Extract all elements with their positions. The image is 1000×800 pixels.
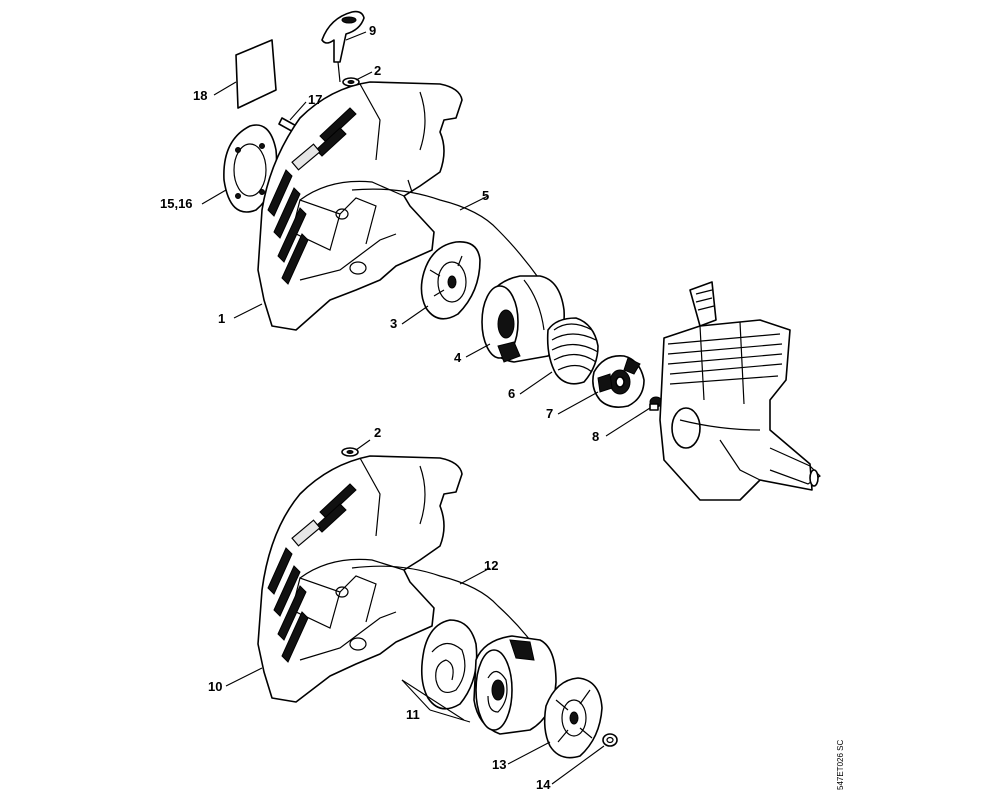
part-4-rope-rotor [481, 275, 565, 363]
part-2-bushing-top [342, 77, 360, 87]
callout-1: 1 [218, 311, 225, 326]
part-10-fan-housing [257, 455, 463, 703]
callout-2-top: 2 [374, 63, 381, 78]
engine-assembly [659, 281, 821, 501]
callout-4: 4 [454, 350, 462, 365]
callout-2-bottom: 2 [374, 425, 381, 440]
part-9-starter-grip [321, 10, 365, 83]
leader-lines [201, 31, 651, 785]
part-11-spring-rotor-set [420, 619, 557, 735]
callout-9: 9 [369, 23, 376, 38]
callout-11: 11 [406, 707, 420, 722]
part-15-16-plate [223, 124, 278, 213]
part-2-bushing-bottom [341, 447, 359, 457]
part-3-spring-housing [420, 241, 481, 320]
callout-15-16: 15,16 [160, 196, 193, 211]
callout-5: 5 [482, 188, 489, 203]
callout-13: 13 [492, 757, 506, 772]
part-12-starter-rope [351, 565, 537, 649]
part-5-starter-rope [351, 188, 541, 296]
callout-6: 6 [508, 386, 515, 401]
callout-18: 18 [193, 88, 207, 103]
part-13-disc [543, 677, 603, 759]
part-14-clip [602, 733, 618, 747]
callout-17: 17 [308, 92, 322, 107]
callout-12: 12 [484, 558, 498, 573]
drawing-code: 547ET026 SC [836, 740, 845, 790]
part-7-pawl-carrier [592, 355, 645, 408]
callout-7: 7 [546, 406, 553, 421]
callout-3: 3 [390, 316, 397, 331]
callout-10: 10 [208, 679, 222, 694]
part-18-decal [235, 39, 277, 109]
part-1-fan-housing [257, 81, 463, 331]
callout-14: 14 [536, 777, 551, 792]
part-6-spring [546, 317, 599, 385]
callout-8: 8 [592, 429, 599, 444]
